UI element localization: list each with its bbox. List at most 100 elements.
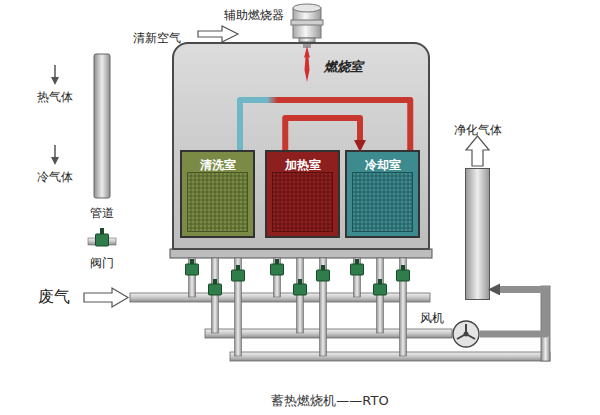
mesh-line [187, 184, 248, 185]
mesh-line [376, 172, 377, 232]
legend-text: 阀门 [90, 256, 114, 270]
burner-collar [291, 20, 323, 25]
mesh-line [195, 172, 196, 232]
mesh-line [215, 172, 216, 232]
regenerator-bed: 清洗室 [180, 150, 255, 238]
mesh-line [203, 172, 204, 232]
mesh-line [187, 192, 248, 193]
mesh-line [187, 196, 248, 197]
valve-body [232, 270, 245, 281]
pipe-tube [94, 54, 110, 198]
mesh-line [352, 192, 413, 193]
legend-item: 管道 [84, 52, 120, 221]
legend-item: 热气体 [30, 64, 80, 105]
fan-casing [453, 321, 479, 347]
mesh-line [352, 180, 413, 181]
mesh-line [360, 172, 361, 232]
legend-text: 冷气体 [37, 170, 73, 184]
mesh-line [227, 172, 228, 232]
mesh-line [187, 176, 248, 177]
mesh-line [304, 172, 305, 232]
mesh-frame [273, 173, 333, 232]
regenerator-mesh [272, 172, 333, 232]
burner: 辅助燃烧器 [222, 2, 326, 42]
mesh-line [231, 172, 232, 232]
mesh-line [356, 172, 357, 232]
mesh-line [352, 216, 413, 217]
caption-holder: 蓄热燃烧机——RTO [200, 390, 460, 409]
mesh-line [280, 172, 281, 232]
mesh-line [272, 184, 333, 185]
mesh-line [199, 172, 200, 232]
gas-flow-sample [30, 64, 80, 86]
mesh-line [300, 172, 301, 232]
mesh-line [352, 188, 413, 189]
mesh-line [316, 172, 317, 232]
mesh-line [308, 172, 309, 232]
mesh-line [352, 212, 413, 213]
mesh-line [352, 200, 413, 201]
mesh-line [352, 184, 413, 185]
mesh-line [207, 172, 208, 232]
mesh-line [223, 172, 224, 232]
flow-head [51, 77, 59, 85]
mesh-line [352, 196, 413, 197]
mesh-line [380, 172, 381, 232]
valve-body [374, 284, 387, 295]
fan-label: 风机 [420, 311, 444, 325]
valve-handle [355, 259, 359, 264]
label-holder: 废气 [38, 287, 70, 306]
mesh-line [284, 172, 285, 232]
mesh-line [272, 204, 333, 205]
valve-handle [321, 265, 325, 270]
legend-text: 管道 [90, 206, 114, 220]
bed-label: 加热室 [285, 158, 321, 172]
mesh-line [187, 216, 248, 217]
mesh-line [187, 200, 248, 201]
chamber-title: 燃烧室 [324, 60, 363, 74]
base-plate [170, 249, 432, 258]
mesh-line [352, 220, 413, 221]
valve-handle [213, 279, 217, 284]
mesh-line [272, 200, 333, 201]
mesh-line [272, 176, 333, 177]
mesh-line [187, 212, 248, 213]
mesh-line [332, 172, 333, 232]
mesh-line [328, 172, 329, 232]
flame [304, 46, 310, 82]
mesh-line [288, 172, 289, 232]
valve-body [351, 264, 364, 275]
exhaust-arrow [466, 136, 489, 166]
pipe-connector [285, 118, 360, 150]
waste-gas-arrow [84, 288, 128, 307]
valve-body [271, 264, 284, 275]
mesh-line [187, 204, 248, 205]
pipe-sample [84, 52, 120, 202]
valve-body [96, 234, 109, 246]
valve-handle [378, 279, 382, 284]
fan: 风机 [452, 320, 480, 348]
mesh-line [296, 172, 297, 232]
mesh-line [352, 228, 413, 229]
burner-label: 辅助燃烧器 [224, 8, 284, 22]
mesh-line [239, 172, 240, 232]
mesh-line [400, 172, 401, 232]
valve-sample [84, 224, 120, 252]
pipe [230, 352, 550, 361]
mesh-line [352, 204, 413, 205]
mesh-line [384, 172, 385, 232]
inlet-label: 清新空气 [133, 29, 181, 47]
legend-item: 阀门 [84, 224, 120, 271]
pipe-connector [240, 100, 410, 150]
fan-symbol [452, 320, 480, 348]
mesh-line [364, 172, 365, 232]
mesh-line [272, 188, 333, 189]
pipe [205, 329, 452, 338]
label-holder: 清新空气 [133, 27, 181, 47]
mesh-line [272, 180, 333, 181]
mesh-line [219, 172, 220, 232]
mesh-line [272, 208, 333, 209]
mesh-line [187, 208, 248, 209]
mesh-line [292, 172, 293, 232]
mesh-line [372, 172, 373, 232]
